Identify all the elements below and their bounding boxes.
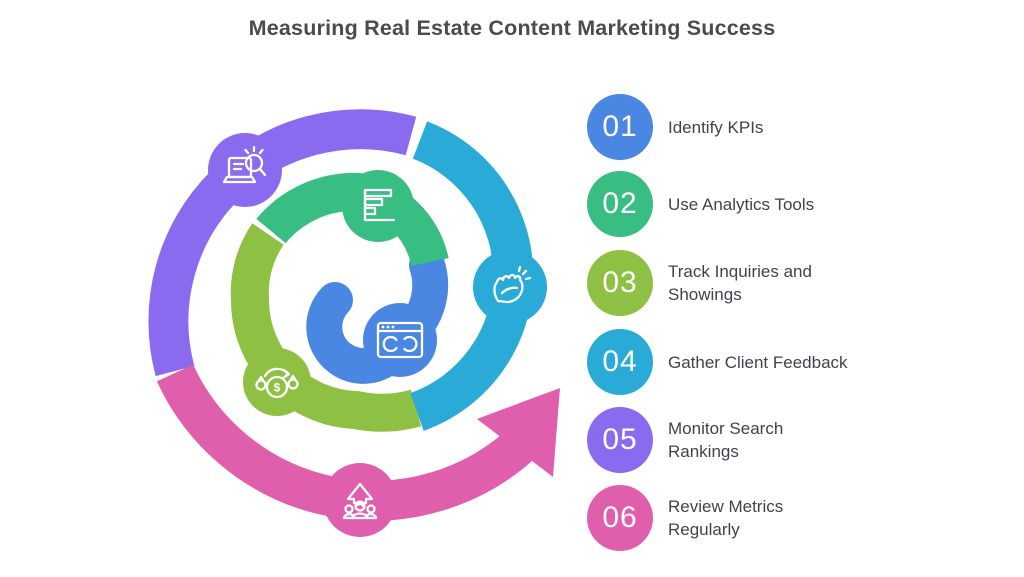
spiral-node-money: [243, 348, 311, 416]
list-item: 03 Track Inquiries and Showings: [587, 250, 903, 316]
laptop-search-icon: [222, 145, 267, 184]
step-number-badge: 02: [587, 171, 653, 237]
step-number: 05: [602, 423, 638, 456]
step-label: Gather Client Feedback: [668, 352, 848, 372]
step-number-badge: 05: [587, 407, 653, 473]
step-number: 01: [602, 110, 638, 143]
step-label: Identify KPIs: [668, 117, 764, 137]
spiral-arrowhead: [477, 388, 560, 477]
spiral-node-browser: [363, 303, 437, 377]
step-number-badge: 04: [587, 329, 653, 395]
step-label: Monitor Search Rankings: [668, 419, 784, 461]
step-number-badge: 01: [587, 94, 653, 160]
step-number-badge: 06: [587, 485, 653, 551]
step-number: 06: [602, 501, 638, 534]
list-item: 05 Monitor Search Rankings: [587, 407, 903, 473]
list-item: 04 Gather Client Feedback: [587, 329, 903, 395]
bar-chart-icon: [363, 188, 396, 222]
step-label: Review Metrics Regularly: [668, 497, 784, 539]
list-item: 06 Review Metrics Regularly: [587, 485, 903, 551]
dollar-glyph: $: [274, 381, 281, 395]
step-number-badge: 03: [587, 250, 653, 316]
step-label: Use Analytics Tools: [668, 194, 815, 214]
spiral-node-laptop: [208, 133, 282, 207]
people-growth-icon: [342, 482, 378, 520]
steps-list: 01 Identify KPIs 02 Use Analytics Tools …: [587, 0, 987, 577]
step-label: Track Inquiries and Showings: [668, 262, 812, 304]
page-title: Measuring Real Estate Content Marketing …: [248, 16, 776, 40]
step-number: 04: [602, 345, 638, 378]
clapping-hands-icon: [493, 265, 532, 304]
money-exchange-icon: $: [255, 367, 299, 399]
list-item: 01 Identify KPIs: [587, 94, 903, 160]
step-number: 02: [602, 187, 638, 220]
step-number: 03: [602, 266, 638, 299]
list-item: 02 Use Analytics Tools: [587, 171, 903, 237]
spiral-node-people: [323, 463, 397, 537]
browser-window-icon: [376, 321, 424, 359]
